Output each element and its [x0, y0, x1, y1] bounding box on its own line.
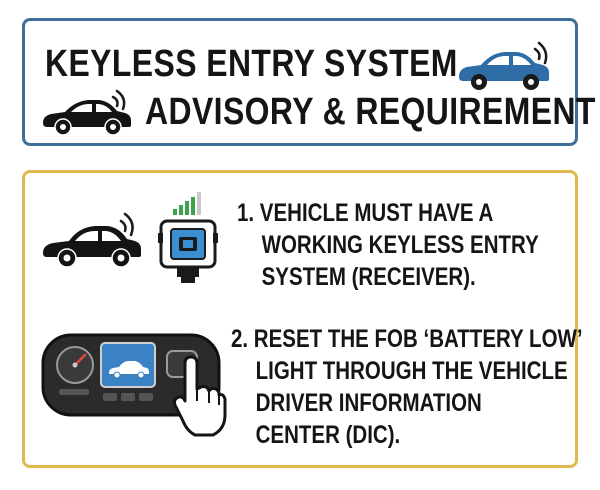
requirement-2-line: LIGHT THROUGH THE VEHICLE: [255, 357, 568, 385]
requirement-1-line: SYSTEM (RECEIVER).: [261, 263, 476, 291]
dashboard-dic-icon: [41, 333, 221, 417]
requirement-2-line: DRIVER INFORMATION: [255, 389, 482, 417]
car-wireless-icon: [459, 41, 549, 90]
pointing-hand-icon: [173, 355, 227, 437]
car-wireless-icon: [43, 89, 131, 136]
requirement-1-line: 1. VEHICLE MUST HAVE A: [237, 199, 494, 227]
requirement-1-line: WORKING KEYLESS ENTRY: [261, 231, 539, 259]
page-title-line-1: KEYLESS ENTRY SYSTEM: [45, 43, 458, 85]
requirement-text-2: 2. RESET THE FOB ‘BATTERY LOW’ LIGHT THR…: [231, 323, 583, 451]
requirements-panel: 1. VEHICLE MUST HAVE A WORKING KEYLESS E…: [22, 170, 583, 468]
receiver-module-icon: [158, 192, 218, 283]
requirement-2-line: 2. RESET THE FOB ‘BATTERY LOW’: [231, 325, 583, 353]
car-wireless-icon: [43, 212, 141, 268]
page-title-line-2: ADVISORY & REQUIREMENT: [145, 91, 596, 133]
requirement-2-line: CENTER (DIC).: [255, 421, 401, 449]
requirement-text-1: 1. VEHICLE MUST HAVE A WORKING KEYLESS E…: [237, 197, 539, 293]
header-panel: KEYLESS ENTRY SYSTEM ADVISORY & REQUIREM…: [22, 18, 595, 146]
